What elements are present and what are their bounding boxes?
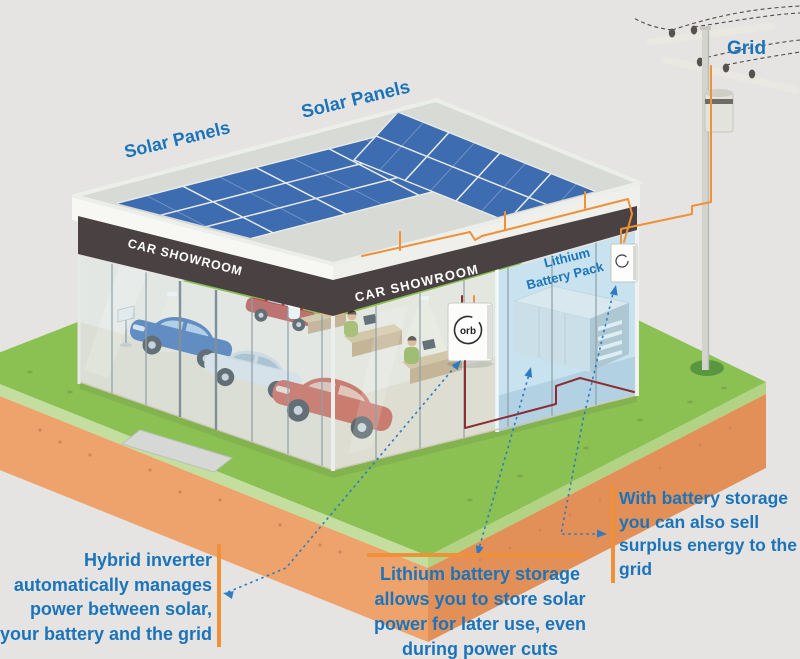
dirt-side-right	[428, 394, 766, 642]
annotation-line: power between solar,	[29, 599, 212, 619]
transformer	[704, 91, 734, 133]
glass-facades	[77, 226, 639, 471]
battery-wire	[579, 377, 635, 393]
person-seated	[344, 321, 358, 337]
grass-rim-right	[428, 382, 766, 568]
solar-panels-label-left: Solar Panels	[122, 117, 232, 162]
glass-reflection	[348, 305, 408, 454]
pole-cap	[700, 26, 711, 30]
annotation-line: allows you to store solar	[374, 589, 586, 609]
grid-meter-box	[610, 65, 712, 283]
power-line	[725, 51, 800, 66]
sign-band-left	[78, 216, 333, 316]
utility-pole-assembly	[633, 5, 800, 370]
sell-surplus-annotation: With battery storage you can also sell s…	[619, 487, 800, 581]
desk	[402, 338, 462, 384]
glass-left	[80, 256, 333, 470]
fascia-left	[72, 196, 333, 284]
annotation-line: surplus energy to the	[619, 535, 797, 555]
annotation-line: Lithium battery storage	[379, 564, 581, 584]
arrow-battery	[477, 370, 531, 553]
window-mullions-left	[111, 263, 323, 466]
desk	[344, 313, 402, 357]
hybrid-inverter-annotation: Hybrid inverter automatically manages po…	[0, 548, 212, 646]
solar-panel-array-right	[353, 111, 603, 243]
hybrid-annotation-bar	[217, 544, 221, 647]
power-line	[699, 39, 800, 60]
fascia-right	[333, 181, 640, 284]
interior-left-floor	[80, 322, 333, 470]
arrow-meter	[560, 288, 615, 535]
battery-storage-annotation: Lithium battery storage allows you to st…	[360, 562, 600, 659]
annotation-line: your battery and the grid	[0, 623, 213, 644]
annotation-line: you can also sell	[619, 511, 760, 532]
annotation-line: grid	[619, 558, 653, 579]
crossarm-upper	[646, 22, 776, 46]
sign-band-right	[333, 206, 637, 316]
battery-wire	[464, 360, 581, 429]
battery-annotation-line	[367, 553, 583, 557]
annotation-line: power for later use, even	[373, 614, 587, 634]
glass-reflection	[84, 264, 148, 378]
hybrid-inverter-box: orb	[447, 295, 635, 429]
crossarm-lower	[662, 56, 800, 94]
transformer-lid	[705, 89, 733, 97]
power-line	[633, 17, 673, 31]
car-showroom-building: Lithium Battery Pack CAR SHOWROOM CAR SH…	[72, 65, 712, 478]
power-line	[671, 5, 800, 31]
grid-wire	[620, 65, 712, 247]
annotation-line: automatically manages	[13, 574, 212, 595]
pole	[702, 30, 709, 370]
insulators	[668, 25, 756, 79]
battery-cabinets	[512, 285, 631, 372]
power-line	[693, 12, 800, 28]
orb-logo-icon	[615, 254, 629, 268]
pv-wiring	[361, 191, 633, 257]
transformer-band	[705, 99, 733, 104]
battery-room	[495, 231, 637, 432]
ceiling-lamp	[419, 296, 429, 300]
sell-annotation-bar	[611, 486, 615, 583]
annotation-line: With battery storage	[619, 488, 789, 508]
dirt-side-left	[0, 396, 428, 642]
info-kiosk	[117, 305, 135, 347]
arrow-inverter	[227, 362, 459, 593]
orb-logo-text: orb	[460, 326, 476, 337]
entrance-walkway	[120, 429, 234, 473]
annotation-line: Hybrid inverter	[83, 550, 212, 570]
cabinet-vents	[598, 320, 622, 361]
grass-rim-left	[0, 384, 428, 568]
dirt-speckles	[38, 426, 732, 582]
person-hair	[407, 336, 417, 341]
person-seated	[404, 347, 419, 364]
orb-logo-icon	[453, 315, 483, 345]
annotation-line: during power cuts	[401, 639, 558, 659]
ceiling-lamp	[167, 292, 177, 296]
grid-label: Grid	[727, 38, 766, 59]
